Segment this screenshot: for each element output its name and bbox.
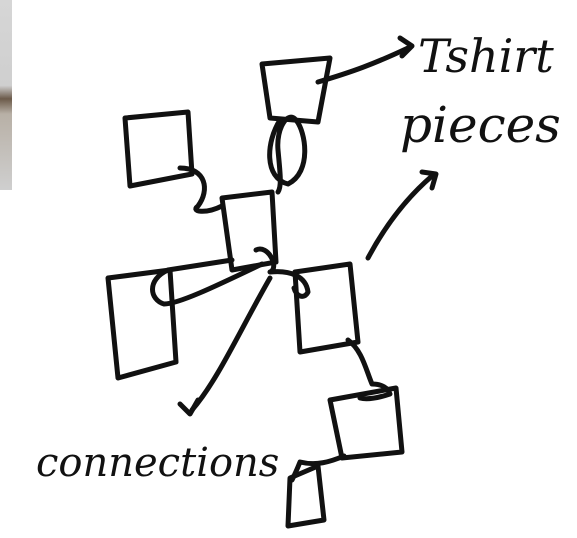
piece-top-left bbox=[125, 112, 192, 186]
label-connections: connections bbox=[36, 440, 279, 486]
piece-left bbox=[108, 270, 176, 378]
arrow-head-connections bbox=[180, 400, 198, 414]
arrow-to-tshirt-label bbox=[318, 48, 408, 82]
label-tshirt: Tshirt bbox=[418, 29, 554, 83]
connection-topright-center bbox=[270, 117, 305, 192]
piece-top-right bbox=[262, 58, 330, 122]
arrow-connections bbox=[192, 278, 270, 410]
arrow-from-pieces bbox=[368, 176, 432, 258]
label-pieces: pieces bbox=[400, 96, 561, 154]
